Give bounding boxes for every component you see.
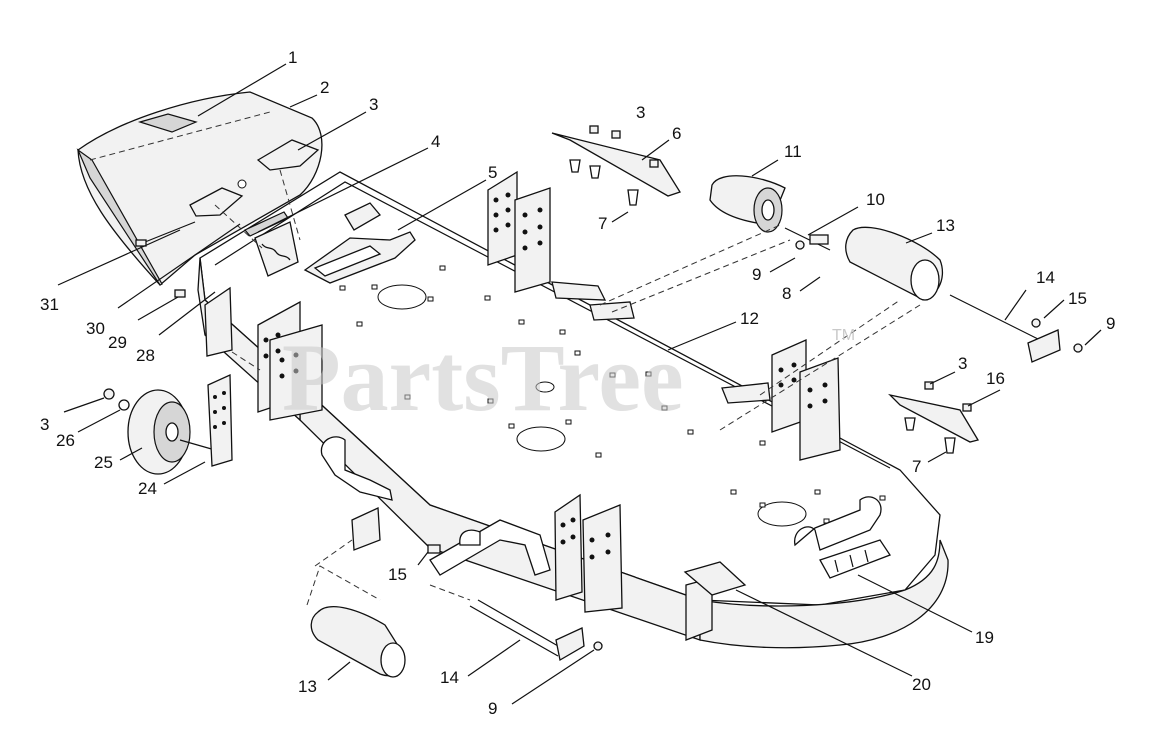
callout-16: 16: [986, 369, 1005, 388]
callout-25: 25: [94, 453, 113, 472]
partstree-watermark: PartsTree TM: [282, 324, 855, 431]
callout-3-right: 3: [958, 354, 967, 373]
callout-3-wheel: 3: [40, 415, 49, 434]
callout-11: 11: [784, 142, 802, 161]
callout-10: 10: [866, 190, 885, 209]
callout-labels: 1 2 3 4 5 6 3 11 10 13 31 30 29 28 7 9 8…: [40, 48, 1115, 718]
pivot-bracket: [303, 202, 416, 284]
callout-24: 24: [138, 479, 157, 498]
leader-lines: [57, 63, 1102, 705]
callout-9-front: 9: [488, 699, 497, 718]
callout-15-front: 15: [388, 565, 407, 584]
skid-plates: [551, 125, 980, 454]
callout-8: 8: [782, 284, 791, 303]
callout-9-right: 9: [1106, 314, 1115, 333]
discharge-chute: [76, 91, 323, 286]
bracket-holes: [263, 192, 828, 560]
watermark-text: PartsTree: [282, 324, 684, 431]
callout-13-front: 13: [298, 677, 317, 696]
callout-29: 29: [108, 333, 127, 352]
callout-5: 5: [488, 163, 497, 182]
callout-15-rear: 15: [1068, 289, 1087, 308]
caster-wheel: [103, 374, 233, 475]
callout-4: 4: [431, 132, 440, 151]
callout-12: 12: [740, 309, 759, 328]
chute-hinge: [135, 139, 320, 298]
callout-20: 20: [912, 675, 931, 694]
deck-holes: [339, 265, 886, 524]
callout-1: 1: [288, 48, 297, 67]
callout-2: 2: [320, 78, 329, 97]
callout-14-front: 14: [440, 668, 459, 687]
callout-19: 19: [975, 628, 994, 647]
callout-7-skid: 7: [598, 214, 607, 233]
rear-rollers: [709, 175, 1083, 363]
callout-31: 31: [40, 295, 59, 314]
callout-13-rear: 13: [936, 216, 955, 235]
callout-7-right: 7: [912, 457, 921, 476]
callout-6: 6: [672, 124, 681, 143]
callout-28: 28: [136, 346, 155, 365]
callout-26: 26: [56, 431, 75, 450]
rear-handle: [794, 496, 891, 579]
callout-9-rear: 9: [752, 265, 761, 284]
callout-14-rear: 14: [1036, 268, 1055, 287]
callout-3-skid: 3: [636, 103, 645, 122]
alignment-lines: [231, 224, 921, 606]
deck-plate: [683, 561, 747, 596]
watermark-trademark: TM: [832, 327, 855, 344]
callout-30: 30: [86, 319, 105, 338]
front-hook: [320, 436, 551, 576]
front-roller: [310, 544, 603, 678]
callout-3-chute: 3: [369, 95, 378, 114]
